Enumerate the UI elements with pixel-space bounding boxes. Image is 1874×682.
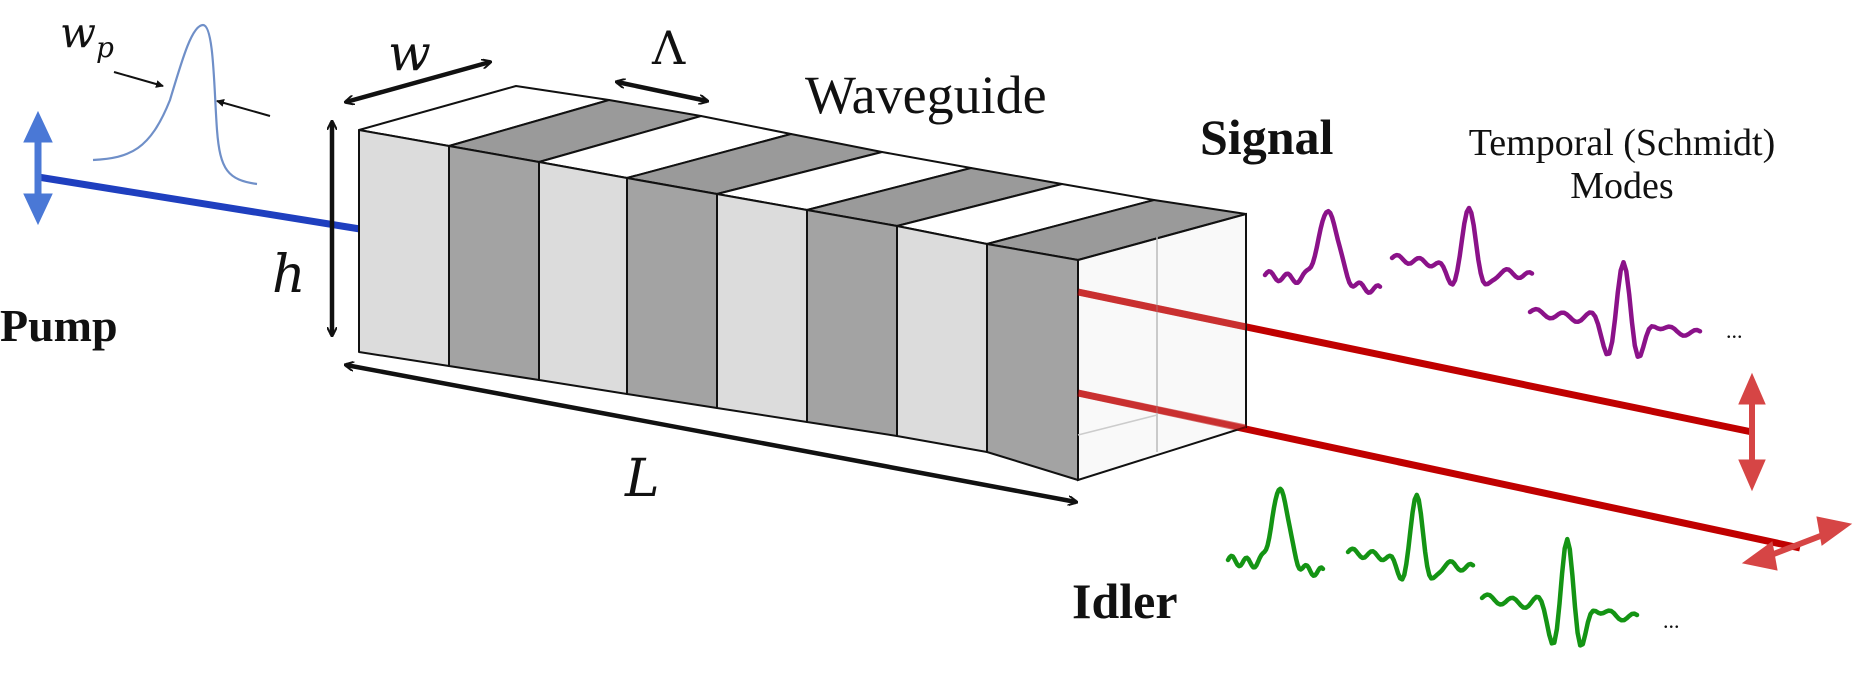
pump-beam bbox=[37, 173, 361, 233]
idler-polarization-arrow bbox=[1741, 516, 1853, 571]
pump-pulse bbox=[92, 23, 258, 186]
waveguide-label: Waveguide bbox=[805, 65, 1047, 125]
signal-modes bbox=[1262, 205, 1703, 359]
waveguide-exit-face bbox=[1077, 212, 1247, 482]
idler-mode-2 bbox=[1345, 492, 1476, 582]
waveguide-segment-dark bbox=[626, 177, 718, 409]
pump-width-arrow-left bbox=[113, 71, 164, 88]
pump-polarization-arrow bbox=[23, 110, 53, 226]
width-label: w bbox=[388, 24, 431, 82]
signal-mode-1 bbox=[1262, 208, 1383, 295]
idler-mode-3 bbox=[1479, 536, 1640, 648]
waveguide-segment-light bbox=[716, 193, 808, 423]
signal-mode-3 bbox=[1527, 259, 1703, 359]
signal-label: Signal bbox=[1200, 109, 1334, 165]
idler-label: Idler bbox=[1072, 573, 1178, 629]
idler-mode-1 bbox=[1225, 486, 1326, 578]
modes-label-line1: Temporal (Schmidt) bbox=[1469, 122, 1776, 164]
height-label: h bbox=[272, 245, 306, 305]
period-dimension-arrow bbox=[617, 82, 707, 101]
length-label: L bbox=[624, 449, 660, 509]
modes-label-line2: Modes bbox=[1570, 165, 1673, 207]
waveguide-segment-light bbox=[358, 129, 450, 367]
idler-modes bbox=[1225, 486, 1640, 648]
waveguide-segment-dark bbox=[986, 243, 1079, 481]
waveguide-segment-light bbox=[538, 161, 628, 395]
signal-ellipsis: ... bbox=[1726, 318, 1743, 343]
pump-width-arrow-right bbox=[216, 99, 271, 117]
waveguide-segment-dark bbox=[448, 145, 540, 381]
signal-polarization-arrow bbox=[1738, 372, 1766, 492]
period-label: Λ bbox=[651, 21, 686, 75]
dimension-arrows bbox=[332, 62, 1076, 502]
waveguide-segment-light bbox=[896, 225, 988, 453]
signal-mode-2 bbox=[1389, 205, 1535, 287]
pump-width-label: wp bbox=[60, 8, 114, 64]
waveguide-segment-dark bbox=[806, 209, 898, 437]
width-dimension-arrow bbox=[346, 62, 490, 102]
idler-ellipsis: ... bbox=[1663, 608, 1680, 633]
pump-label: Pump bbox=[0, 300, 118, 351]
pump-beam-group bbox=[23, 23, 361, 233]
length-dimension-arrow bbox=[346, 365, 1076, 502]
